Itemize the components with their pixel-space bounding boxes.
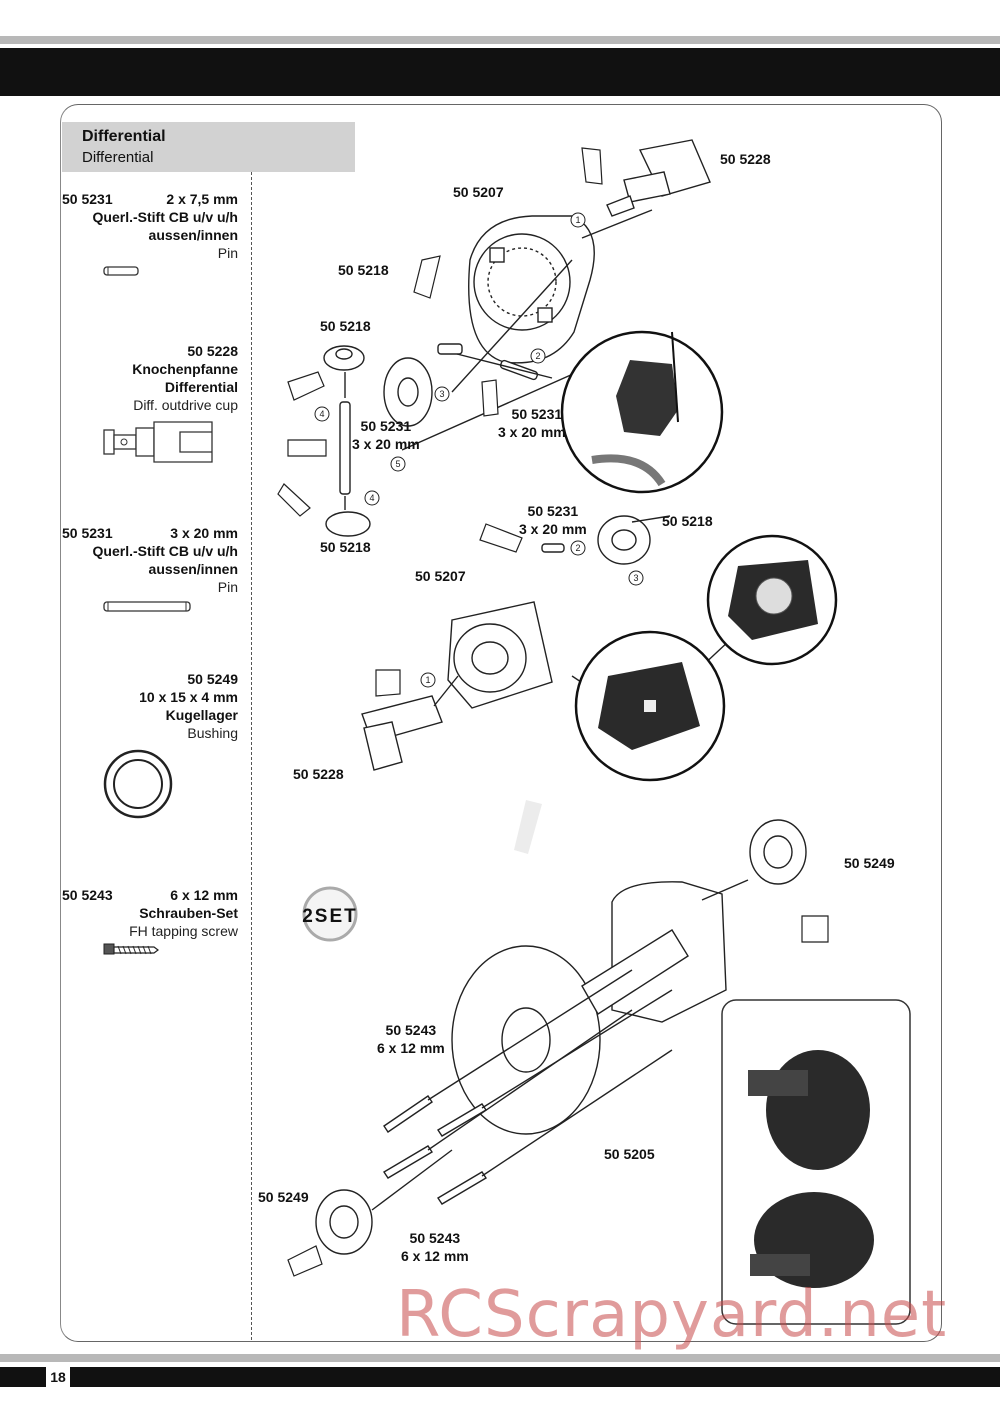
bearing-icon — [103, 749, 173, 819]
callout-part-number: 50 5231 — [511, 406, 563, 422]
part-number: 50 5231 — [62, 191, 113, 207]
header-black-bar — [0, 48, 1000, 96]
svg-text:2: 2 — [575, 543, 580, 553]
photo-assembled-differentials — [721, 999, 911, 1325]
part-name-en: Diff. outdrive cup — [133, 397, 238, 413]
part-size: 2 x 7,5 mm — [166, 191, 238, 207]
screw-icon — [103, 943, 159, 955]
part-size: 10 x 15 x 4 mm — [139, 689, 238, 705]
callout-label: 50 5243 6 x 12 mm — [377, 1021, 445, 1057]
callout-label: 50 5228 — [720, 151, 771, 167]
svg-text:2: 2 — [535, 351, 540, 361]
part-name-de: Querl.-Stift CB u/v u/h aussen/innen — [92, 209, 238, 243]
svg-text:4: 4 — [319, 409, 324, 419]
part-name-en: Pin — [217, 579, 238, 595]
callout-part-number: 50 5231 — [527, 503, 579, 519]
part-number: 50 5228 — [187, 343, 238, 359]
part-number: 50 5249 — [187, 671, 238, 687]
part-item: 50 5231 2 x 7,5 mm Querl.-Stift CB u/v u/… — [62, 190, 238, 282]
page-number: 18 — [46, 1367, 70, 1387]
callout-size: 3 x 20 mm — [498, 424, 566, 440]
footer-black-bar — [0, 1367, 1000, 1387]
footer-gray-stripe — [0, 1354, 1000, 1362]
part-item: 50 5231 3 x 20 mm Querl.-Stift CB u/v u/h… — [62, 524, 238, 618]
section-title-en: Differential — [82, 149, 154, 166]
callout-label: 50 5218 — [320, 539, 371, 555]
photo-inset-gear-in-housing — [706, 534, 838, 666]
two-set-label: 2SET — [302, 906, 358, 927]
long-pin-icon — [103, 601, 191, 612]
svg-text:1: 1 — [575, 215, 580, 225]
photo-inset-pin-insert — [560, 330, 724, 494]
grease-tags — [277, 147, 829, 1277]
short-pin-icon — [103, 266, 139, 276]
callout-part-number: 50 5231 — [360, 418, 412, 434]
part-number: 50 5243 — [62, 887, 113, 903]
part-size: 6 x 12 mm — [170, 887, 238, 903]
callout-label: 50 5231 3 x 20 mm — [498, 405, 566, 441]
part-number: 50 5231 — [62, 525, 113, 541]
header-gray-stripe — [0, 36, 1000, 44]
part-name-de: Querl.-Stift CB u/v u/h aussen/innen — [92, 543, 238, 577]
part-name-de: Knochenpfanne Differential — [132, 361, 238, 395]
watermark-text: RCScrapyard.net — [396, 1278, 948, 1352]
part-item: 50 5249 10 x 15 x 4 mm Kugellager Bushin… — [62, 670, 238, 822]
callout-label: 50 5207 — [415, 568, 466, 584]
part-name-en: Pin — [217, 245, 238, 261]
svg-text:3: 3 — [439, 389, 444, 399]
diff-housing-top — [468, 215, 595, 364]
callout-label: 50 5243 6 x 12 mm — [401, 1229, 469, 1265]
svg-text:3: 3 — [633, 573, 638, 583]
photo-inset-housing — [574, 630, 726, 782]
callout-label: 50 5249 — [844, 855, 895, 871]
callout-label: 50 5231 3 x 20 mm — [519, 502, 587, 538]
callout-size: 6 x 12 mm — [401, 1248, 469, 1264]
outdrive-cup-icon — [103, 421, 213, 463]
part-name-en: Bushing — [187, 725, 238, 741]
part-size: 3 x 20 mm — [170, 525, 238, 541]
svg-text:1: 1 — [425, 675, 430, 685]
part-name-de: Kugellager — [165, 707, 238, 723]
part-item: 50 5243 6 x 12 mm Schrauben-Set FH tappin… — [62, 886, 238, 960]
bevel-gear-large — [383, 357, 433, 427]
section-title-box — [62, 122, 355, 172]
callout-size: 3 x 20 mm — [519, 521, 587, 537]
part-item: 50 5228 Knochenpfanne Differential Diff.… — [62, 342, 238, 474]
content-frame — [60, 104, 942, 1342]
two-set-badge: 2SET — [286, 884, 374, 944]
callout-label: 50 5249 — [258, 1189, 309, 1205]
svg-text:5: 5 — [395, 459, 400, 469]
step-number-circles — [314, 212, 644, 688]
callout-label: 50 5205 — [604, 1146, 655, 1162]
svg-text:4: 4 — [369, 493, 374, 503]
bevel-gear-small-bottom — [325, 511, 371, 537]
callout-label: 50 5218 — [662, 513, 713, 529]
callout-label: 50 5231 3 x 20 mm — [352, 417, 420, 453]
part-name-de: Schrauben-Set — [139, 905, 238, 921]
callout-label: 50 5228 — [293, 766, 344, 782]
callout-label: 50 5218 — [320, 318, 371, 334]
part-name-en: FH tapping screw — [129, 923, 238, 939]
column-divider — [251, 172, 252, 1340]
callout-size: 6 x 12 mm — [377, 1040, 445, 1056]
callout-size: 3 x 20 mm — [352, 436, 420, 452]
callout-label: 50 5207 — [453, 184, 504, 200]
callout-part-number: 50 5243 — [385, 1022, 437, 1038]
outdrive-cup-top — [606, 139, 711, 217]
callout-part-number: 50 5243 — [409, 1230, 461, 1246]
section-title-de: Differential — [82, 128, 166, 145]
bevel-gear-small — [323, 345, 365, 371]
exploded-assembly-diagram: 1 2 3 4 5 4 2 3 1 — [277, 139, 911, 1325]
callout-label: 50 5218 — [338, 262, 389, 278]
